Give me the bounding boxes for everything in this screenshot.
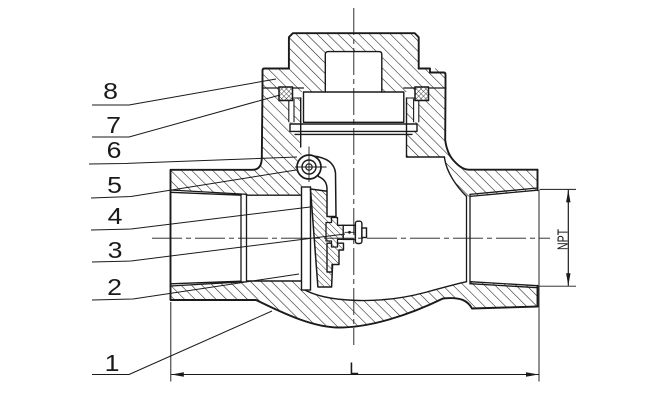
svg-text:1: 1 xyxy=(105,351,120,377)
svg-text:6: 6 xyxy=(107,138,122,164)
svg-text:2: 2 xyxy=(107,275,122,301)
svg-text:4: 4 xyxy=(108,204,123,230)
svg-text:7: 7 xyxy=(106,113,121,139)
svg-text:8: 8 xyxy=(103,79,118,105)
svg-text:L: L xyxy=(349,359,358,378)
svg-text:5: 5 xyxy=(107,173,122,199)
svg-text:3: 3 xyxy=(108,238,123,264)
svg-text:NPT: NPT xyxy=(555,229,572,250)
